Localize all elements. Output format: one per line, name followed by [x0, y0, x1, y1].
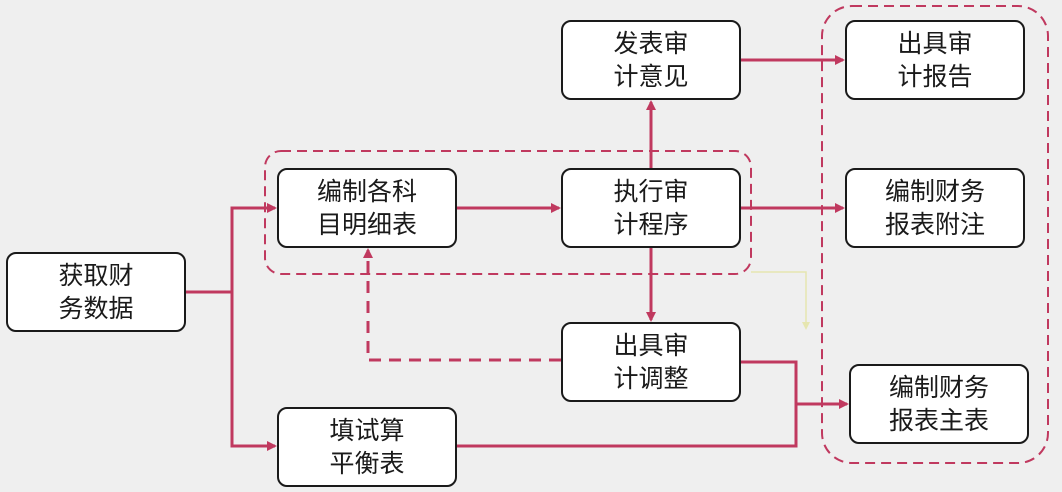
connector-adjust-to-compile [363, 248, 561, 362]
node-notes-line2: 报表附注 [884, 210, 985, 239]
node-audit-report: 出具审 计报告 [845, 20, 1025, 100]
node-notes-line1: 编制财务 [884, 177, 985, 206]
node-issue-audit-opinion: 发表审 计意见 [561, 20, 741, 100]
node-main-line2: 报表主表 [888, 406, 989, 435]
connector-adjust-to-main [741, 360, 849, 409]
node-trial-line2: 平衡表 [329, 449, 405, 478]
node-compile-detail-schedules: 编制各科 目明细表 [277, 168, 457, 248]
node-opinion-line1: 发表审 [613, 29, 689, 58]
node-compile-line2: 目明细表 [316, 210, 417, 239]
node-main-financial-statements: 编制财务 报表主表 [849, 364, 1029, 444]
node-fetch-line1: 获取财 [58, 261, 134, 290]
node-trial-line1: 填试算 [329, 416, 405, 445]
node-report-line2: 计报告 [897, 62, 973, 91]
node-compile-line1: 编制各科 [316, 177, 417, 206]
connector-split-to-compile [230, 203, 277, 292]
node-trial-balance: 填试算 平衡表 [277, 407, 457, 487]
node-audit-adjustments: 出具审 计调整 [561, 322, 741, 402]
node-main-line1: 编制财务 [888, 373, 989, 402]
node-adjust-line1: 出具审 [613, 331, 689, 360]
connector-faint [751, 271, 810, 330]
node-execute-line2: 计程序 [613, 210, 689, 239]
node-execute-audit-procedures: 执行审 计程序 [561, 168, 741, 248]
node-report-line1: 出具审 [897, 29, 973, 58]
node-fetch-line2: 务数据 [58, 294, 134, 323]
node-opinion-line2: 计意见 [613, 62, 689, 91]
node-fetch-financial-data: 获取财 务数据 [6, 252, 186, 332]
node-financial-statement-notes: 编制财务 报表附注 [845, 168, 1025, 248]
node-adjust-line2: 计调整 [613, 364, 689, 393]
connector-split-to-trial [230, 292, 277, 451]
group-outline-compile-execute [264, 150, 752, 275]
group-outline-outputs [821, 5, 1049, 464]
node-execute-line1: 执行审 [613, 177, 689, 206]
connector-trial-to-main [457, 404, 798, 448]
